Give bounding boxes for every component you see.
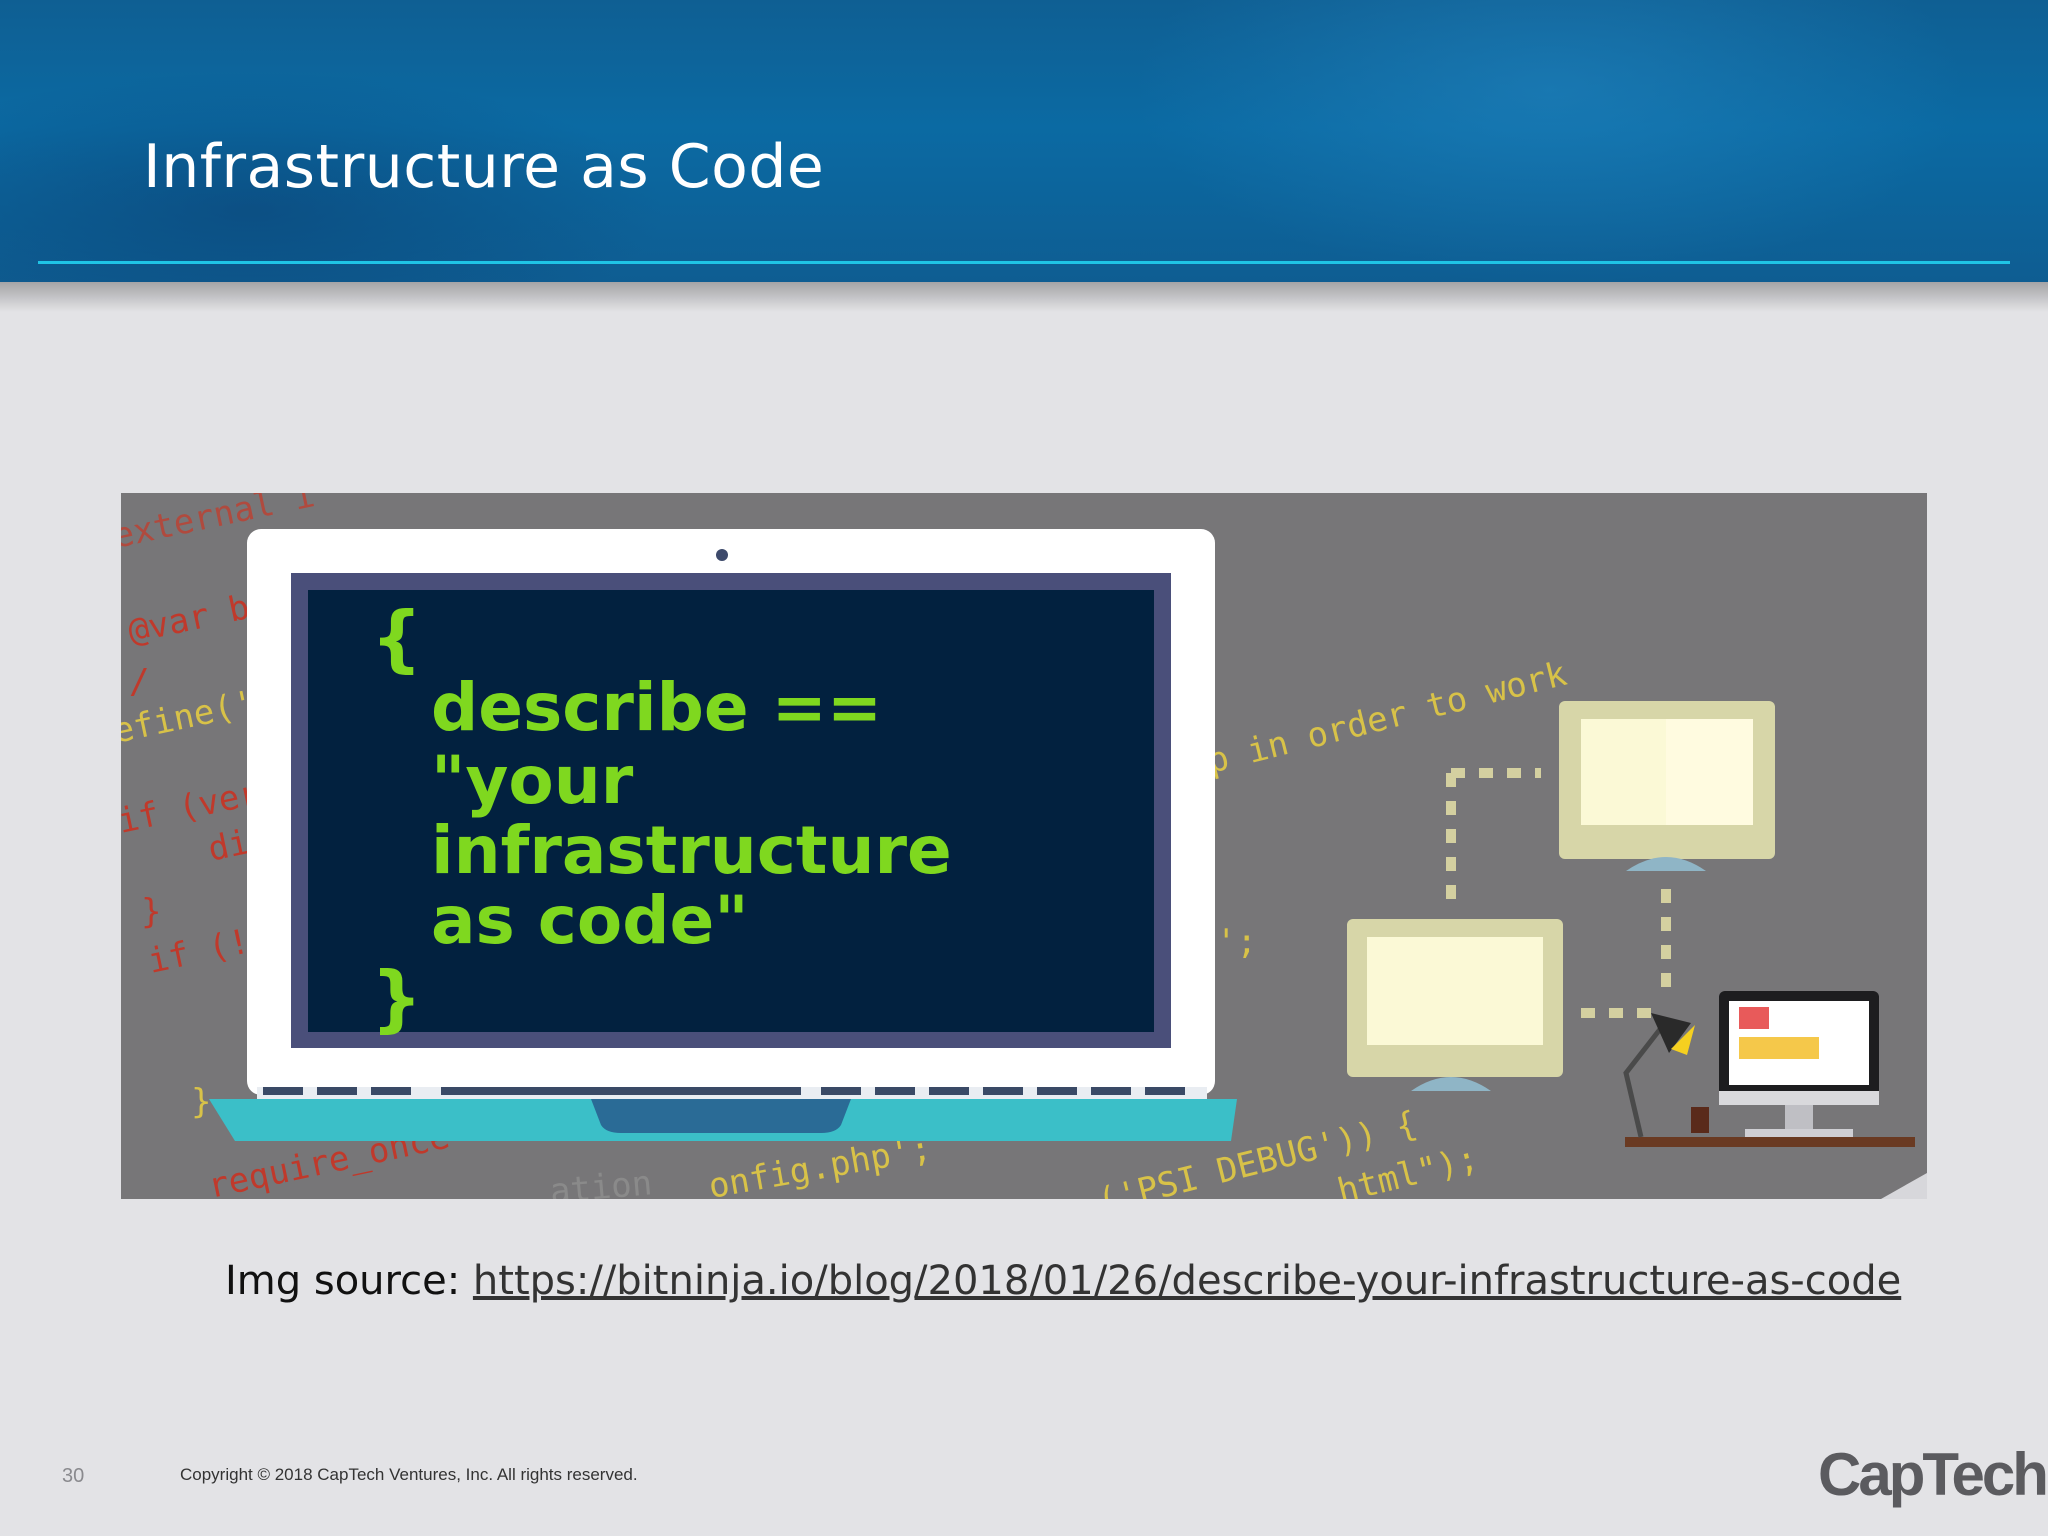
workstation-chin [1719,1091,1879,1105]
header-shadow [0,282,2048,312]
desk-lamp-arm [1623,1026,1663,1138]
slide-number: 30 [62,1465,85,1487]
slide-title: Infrastructure as Code [143,132,825,202]
illustration-svg: external i @var b / efine(' if (ver di }… [121,493,1927,1199]
keyboard-keys [263,1087,1185,1095]
header-shade [0,60,700,282]
title-rule [38,261,2010,264]
image-source-label: Img source: [225,1258,461,1304]
code-close-brace: } [371,956,422,1040]
bg-code-line: } [191,1082,211,1122]
desk [1625,1137,1915,1147]
corner-fold [1881,1173,1927,1199]
bg-code-line: p in order to work [1204,654,1571,782]
image-source-link[interactable]: https://bitninja.io/blog/2018/01/26/desc… [472,1258,1902,1304]
code-line-1: describe == [431,669,882,746]
laptop-screen [308,590,1154,1032]
bg-code-line: '; [1216,922,1257,962]
image-source-line: Img source: https://bitninja.io/blog/201… [225,1258,1901,1304]
bg-code-line: ation [548,1163,653,1199]
bg-code-line: @var b [125,587,253,652]
captech-logo: CapTech. [1818,1441,2048,1508]
desk-lamp-head [1651,1013,1691,1053]
bg-code-line: / [129,662,149,702]
server-monitor-1-glare [1666,719,1753,825]
workstation-image-block [1739,1007,1769,1029]
laptop-trackpad [591,1099,851,1133]
infrastructure-illustration: external i @var b / efine(' if (ver di }… [121,493,1927,1199]
bg-code-line: di [205,822,253,870]
workstation-text-block [1739,1037,1819,1059]
server-monitor-1-stand [1626,857,1706,871]
code-open-brace: { [371,596,422,680]
code-line-2: "your [431,742,634,819]
workstation-stand [1785,1105,1813,1131]
workstation-foot [1745,1129,1853,1137]
header-glow [1100,0,2000,282]
network-lines [1446,768,1671,1018]
bg-code-line: } [141,892,161,932]
server-monitor-2-screen [1367,937,1543,1045]
copyright-notice: Copyright © 2018 CapTech Ventures, Inc. … [180,1465,638,1484]
desk-lamp-light [1671,1025,1695,1055]
code-line-3: infrastructure [431,812,952,889]
slide-header: Infrastructure as Code [0,0,2048,282]
coffee-cup [1691,1107,1709,1133]
server-monitor-2-stand [1411,1077,1491,1091]
laptop-camera [716,549,728,561]
code-line-4: as code" [431,882,749,959]
